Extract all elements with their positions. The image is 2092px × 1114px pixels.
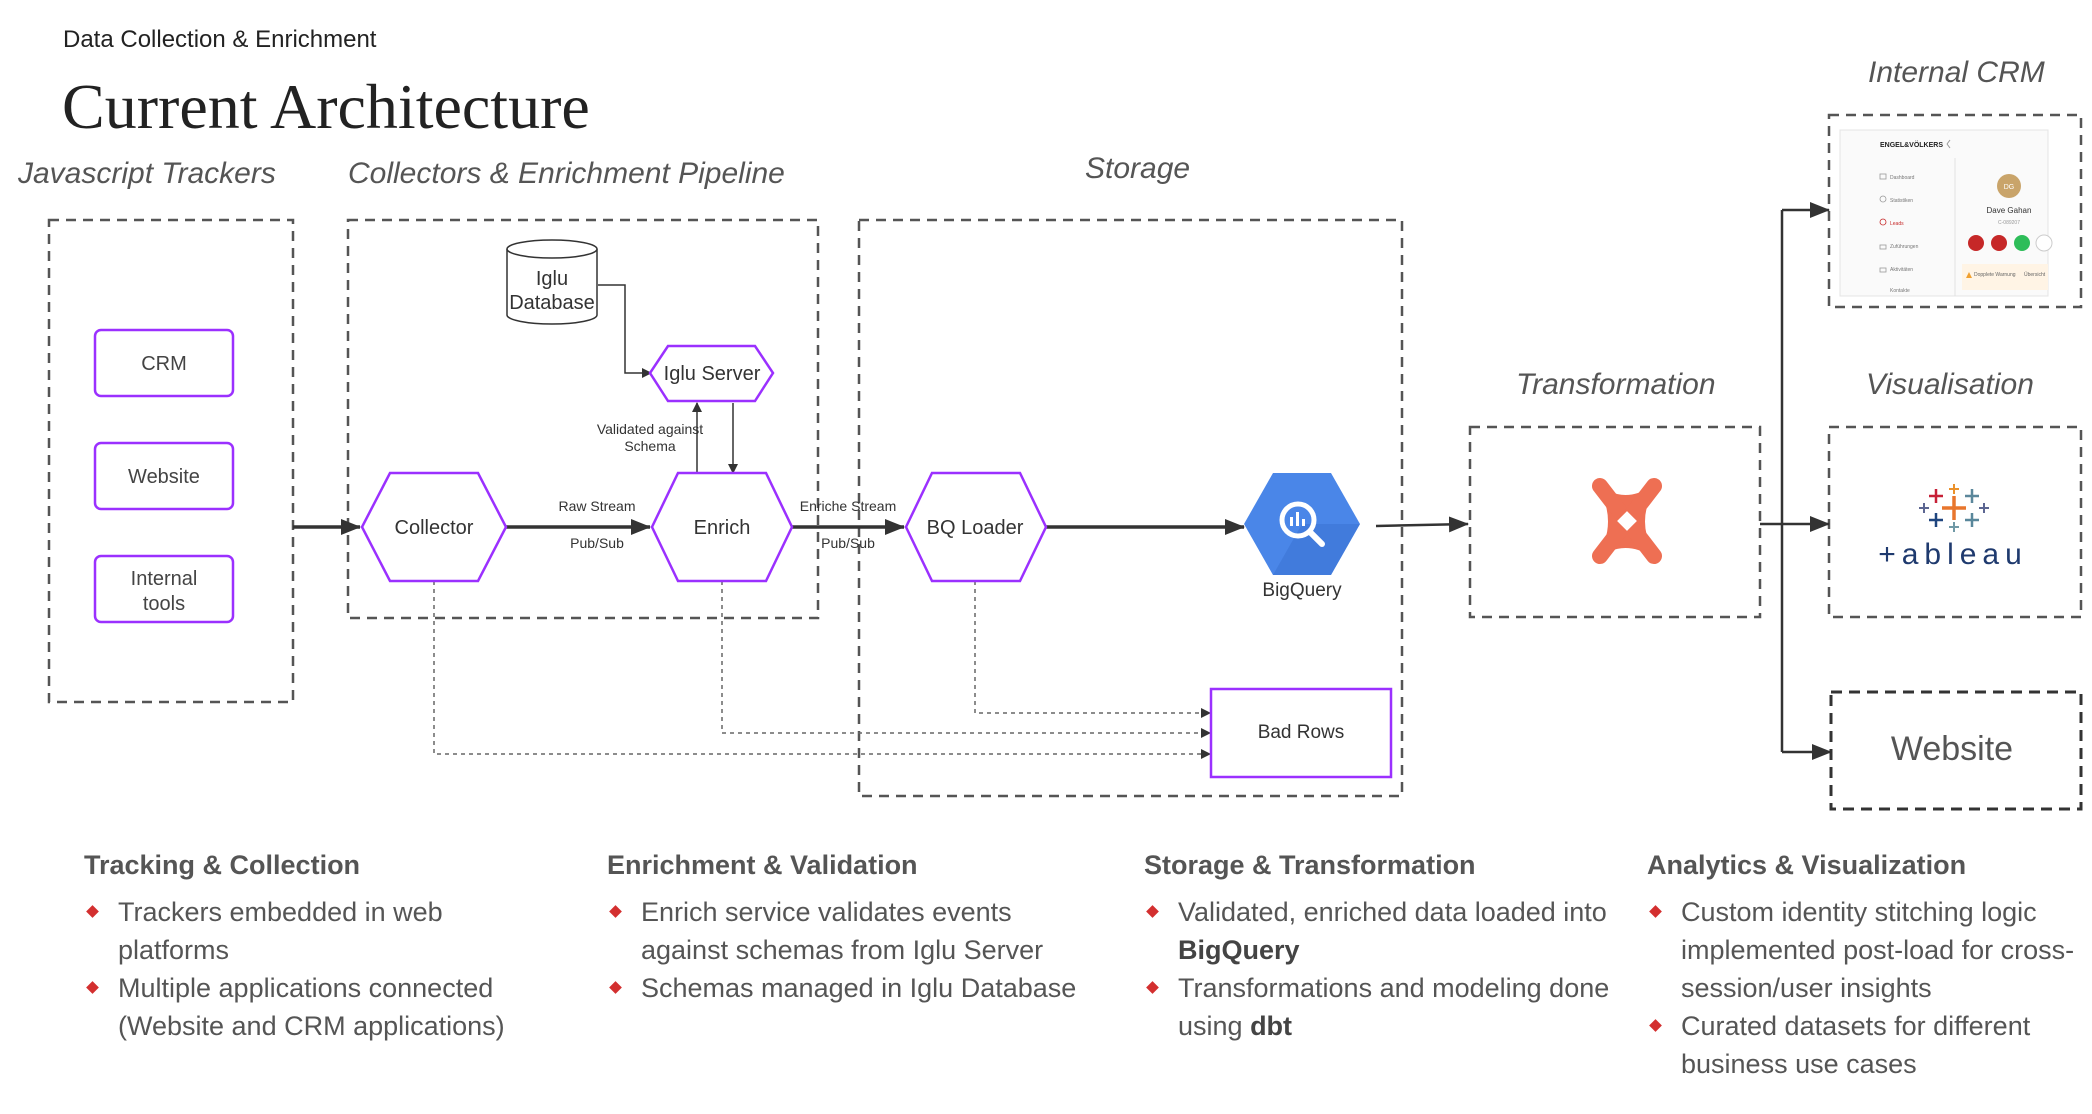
arrow-bqloader-bad-rows — [974, 581, 1211, 718]
summary-storage-transformation: Storage & Transformation Validated, enri… — [1144, 850, 1614, 1045]
summary-heading: Storage & Transformation — [1144, 850, 1476, 880]
validated-label-1: Validated against — [597, 421, 703, 437]
bq-loader-node — [904, 471, 1048, 583]
summary-enrichment-validation: Enrichment & Validation Enrich service v… — [607, 850, 1077, 1007]
arrow-database-to-iglu-server — [598, 284, 652, 378]
summary-bullet: Validated, enriched data loaded into Big… — [1144, 893, 1614, 969]
trackers-group — [47, 218, 295, 704]
raw-stream-label: Raw Stream — [558, 498, 635, 514]
tracker-internal-tools-label-2: tools — [143, 593, 185, 615]
section-label-storage: Storage — [1085, 152, 1191, 185]
summary-bullet: Schemas managed in Iglu Database — [607, 969, 1077, 1007]
iglu-database-label-2: Database — [509, 292, 595, 314]
summary-heading: Tracking & Collection — [84, 850, 361, 880]
summary-bullet: Transformations and modeling done using … — [1144, 969, 1614, 1045]
tableau-logo-icon — [1919, 484, 1989, 532]
summary-analytics-visualization: Analytics & Visualization Custom identit… — [1647, 850, 2087, 1083]
transformation-group — [1468, 425, 1762, 619]
summary-heading: Analytics & Visualization — [1647, 850, 1967, 880]
crm-contact-id: C-089207 — [1998, 220, 2020, 226]
crm-warning-link: Übersicht — [2024, 271, 2046, 278]
tracker-crm — [93, 328, 235, 398]
crm-menu-leads: Leads — [1890, 221, 1904, 227]
crm-menu-statistiken: Statistiken — [1890, 198, 1913, 204]
crm-contact-name: Dave Gahan — [1987, 206, 2032, 215]
enriched-pubsub-label: Pub/Sub — [821, 535, 875, 551]
section-label-visualisation: Visualisation — [1866, 368, 2034, 401]
section-label-transformation: Transformation — [1516, 368, 1716, 401]
page-subtitle: Data Collection & Enrichment — [63, 26, 377, 53]
crm-menu-dashboard: Dashboard — [1890, 175, 1915, 181]
crm-menu-kontakte: Kontakte — [1890, 288, 1910, 294]
database-cylinder-icon — [506, 239, 598, 325]
dbt-logo-icon — [1592, 478, 1662, 564]
bigquery-label: BigQuery — [1262, 580, 1342, 601]
tracker-website-label: Website — [128, 466, 200, 488]
enrich-node — [650, 471, 794, 583]
enrich-label: Enrich — [694, 517, 751, 539]
summary-bullet: Enrich service validates events against … — [607, 893, 1077, 969]
iglu-database-label-1: Iglu — [536, 268, 568, 290]
arrow-bigquery-to-dbt — [1375, 516, 1469, 533]
crm-avatar-initials: DG — [2004, 184, 2015, 191]
bad-rows-node — [1209, 687, 1393, 779]
page-title: Current Architecture — [62, 71, 590, 142]
enriched-stream-label: Enriche Stream — [800, 498, 896, 514]
summary-bullet: Trackers embedded in web platforms — [84, 893, 554, 969]
iglu-server-label: Iglu Server — [664, 363, 761, 385]
bigquery-icon — [1244, 473, 1360, 575]
raw-pubsub-label: Pub/Sub — [570, 535, 624, 551]
crm-brand: ENGEL&VÖLKERS — [1880, 140, 1943, 149]
arrow-collector-bad-rows — [433, 581, 1211, 759]
tracker-internal-tools-label-1: Internal — [131, 568, 198, 590]
summary-heading: Enrichment & Validation — [607, 850, 918, 880]
bq-loader-label: BQ Loader — [927, 517, 1024, 539]
tracker-internal-tools — [93, 554, 235, 624]
crm-menu-aktivitaeten: Aktivitäten — [1890, 267, 1913, 273]
arrow-enrich-bad-rows — [721, 581, 1211, 738]
iglu-server-node — [648, 344, 775, 403]
crm-preview: ENGEL&VÖLKERS Dashboard Statistiken Lead… — [1839, 129, 2053, 297]
section-label-internal-crm: Internal CRM — [1868, 56, 2045, 89]
tracker-website — [93, 441, 235, 511]
crm-warning-text: Dopplete Warnung — [1974, 272, 2016, 278]
summary-bullet: Multiple applications connected (Website… — [84, 969, 554, 1045]
validated-label-2: Schema — [624, 438, 676, 454]
tracker-crm-label: CRM — [141, 353, 187, 375]
collector-node — [360, 471, 508, 583]
website-destination-label: Website — [1891, 730, 2013, 768]
section-label-pipeline: Collectors & Enrichment Pipeline — [348, 157, 785, 190]
summary-bullet: Curated datasets for different business … — [1647, 1007, 2087, 1083]
section-label-trackers: Javascript Trackers — [18, 157, 276, 190]
crm-menu-zufuehrungen: Zuführungen — [1890, 244, 1919, 250]
collector-label: Collector — [395, 517, 474, 539]
summary-bullet: Custom identity stitching logic implemen… — [1647, 893, 2087, 1007]
summary-tracking-collection: Tracking & Collection Trackers embedded … — [84, 850, 554, 1045]
pipeline-group — [346, 218, 820, 620]
tableau-wordmark: +ableau — [1878, 538, 2028, 571]
bad-rows-label: Bad Rows — [1258, 722, 1345, 743]
